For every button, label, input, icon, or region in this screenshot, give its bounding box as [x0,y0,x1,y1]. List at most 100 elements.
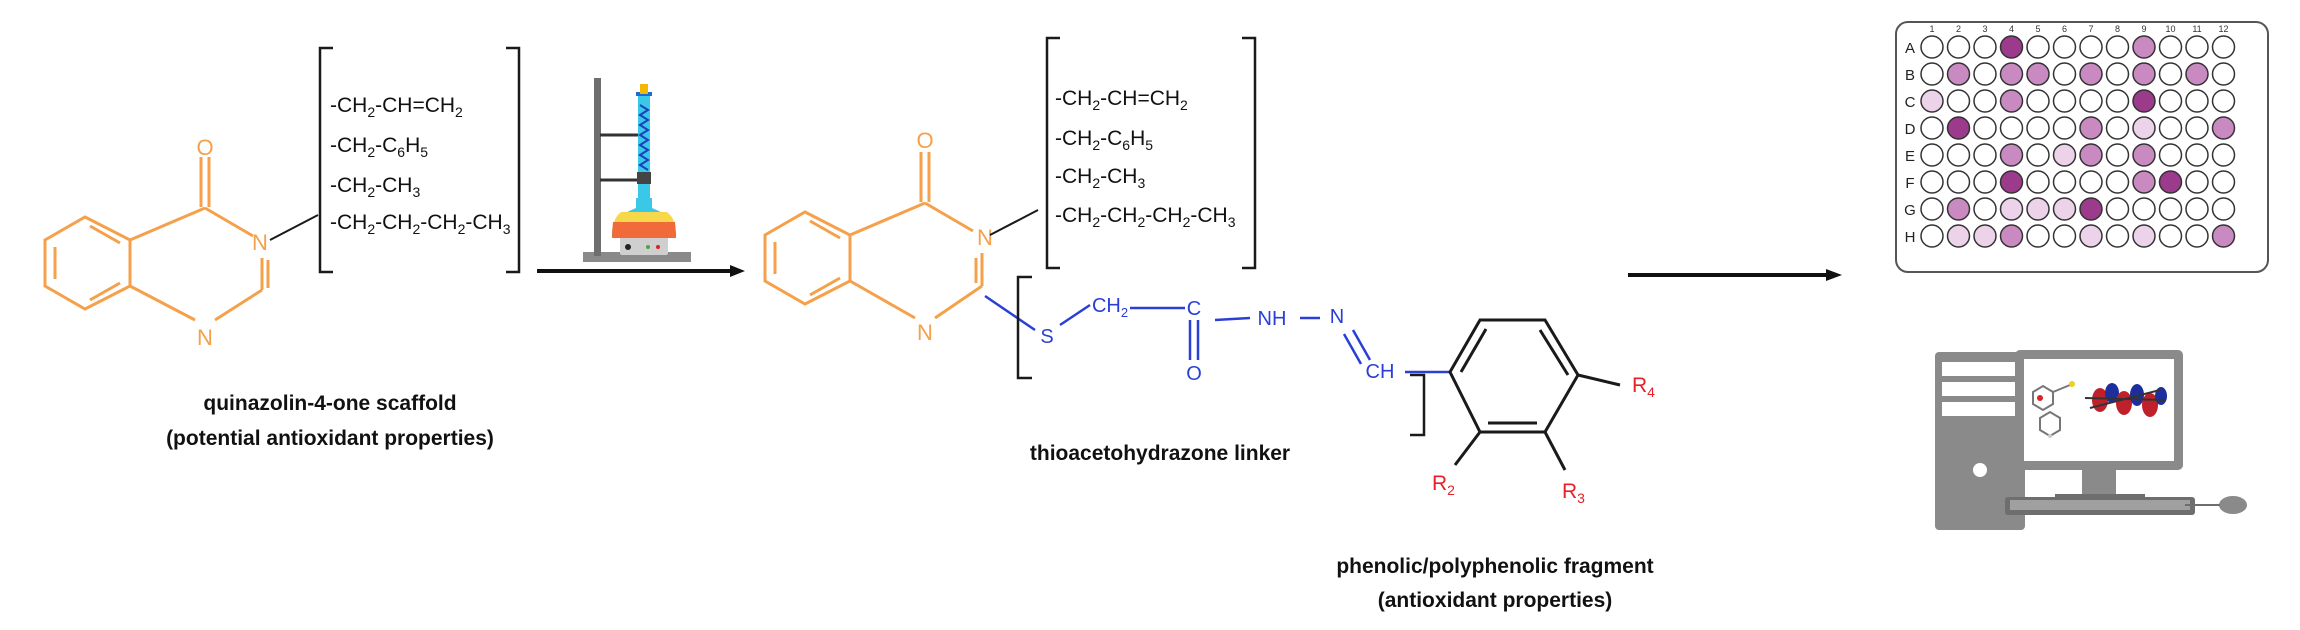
plate-well [2052,143,2077,167]
plate-well [1920,62,1944,86]
reaction-arrow-2 [1628,269,1842,281]
plate-well [2105,89,2130,113]
plate-row-label: B [1905,67,1915,84]
alkyl-butyl-middle: -CH2-CH2-CH2-CH3 [1055,204,1236,230]
phenol-caption-line1: phenolic/polyphenolic fragment [1336,555,1653,578]
plate-well [1946,224,1971,248]
phenol-caption-line2: (antioxidant properties) [1378,589,1613,612]
plate-well [2158,116,2183,140]
linker-bracket [1016,275,1426,437]
plate-column-label: 2 [1956,24,1961,34]
plate-well [2132,224,2156,248]
plate-well [2211,197,2236,221]
plate-well [2158,197,2183,221]
plate-well [1999,35,2024,59]
plate-well [2158,62,2183,86]
r2-label: R2 [1432,472,1455,498]
plate-well [2026,116,2050,140]
linker-carbon: C [1187,298,1201,320]
alkyl-benzyl-middle: -CH2-C6H5 [1055,127,1153,153]
plate-well [2052,197,2077,221]
plate-column-label: 12 [2218,24,2228,34]
plate-well [1946,170,1971,194]
plate-well [2079,89,2103,113]
plate-well [1920,224,1944,248]
plate-column-label: 10 [2165,24,2175,34]
plate-column-label: 8 [2115,24,2120,34]
scaffold-caption-line1: quinazolin-4-one scaffold [203,392,456,415]
docked-molecule-graphic [2032,381,2167,438]
plate-column-label: 4 [2009,24,2014,34]
alkyl-allyl-middle: -CH2-CH=CH2 [1055,87,1188,113]
plate-well [2026,143,2050,167]
plate-well [1973,224,1997,248]
reaction-arrow-1 [537,265,745,277]
plate-well [2132,35,2156,59]
plate-well [2105,35,2130,59]
plate-column-label: 5 [2035,24,2040,34]
carbonyl-oxygen-label-middle: O [916,128,933,153]
plate-well [1920,35,1944,59]
plate-well [2026,62,2050,86]
plate-well [1973,62,1997,86]
plate-column-label: 9 [2141,24,2146,34]
plate-column-label: 3 [1982,24,1987,34]
quinazolinone-scaffold-left [43,157,270,322]
plate-row-label: F [1905,175,1914,192]
plate-well [1999,62,2024,86]
plate-well [2185,143,2209,167]
plate-well [1920,197,1944,221]
plate-well [2052,35,2077,59]
plate-well [2211,170,2236,194]
alkyl-ethyl-middle: -CH2-CH3 [1055,165,1145,191]
linker-labels: S CH2 C O NH N CH [1040,295,1394,385]
plate-well [2132,197,2156,221]
linker-n: N [1330,306,1344,328]
plate-well [2105,170,2130,194]
computer-docking-icon [1935,350,2247,530]
plate-well [1946,116,1971,140]
plate-well [1973,143,1997,167]
plate-well [1999,89,2024,113]
carbonyl-oxygen-label: O [196,135,213,160]
r3-label: R3 [1562,480,1585,506]
plate-well [2185,170,2209,194]
plate-well [2105,224,2130,248]
plate-well [1999,197,2024,221]
plate-well [1999,170,2024,194]
plate-well [2185,35,2209,59]
plate-well [1920,170,1944,194]
n1-label: N [197,325,213,350]
plate-well [2158,224,2183,248]
plate-well [2185,224,2209,248]
plate-row-label: G [1904,202,1916,219]
phenol-substituents: R4 R2 R3 [1432,374,1655,506]
plate-well [2132,170,2156,194]
plate-well [2185,116,2209,140]
plate-column-label: 11 [2192,24,2201,34]
linker-ch2: CH2 [1092,295,1128,320]
plate-well [1973,35,1997,59]
plate-well [2185,62,2209,86]
plate-well [2132,62,2156,86]
plate-row-label: D [1905,121,1916,138]
plate-well [2079,143,2103,167]
plate-well [1920,143,1944,167]
alkyl-butyl-left: -CH2-CH2-CH2-CH3 [330,211,511,237]
plate-well [1946,35,1971,59]
plate-well [2079,62,2103,86]
r4-label: R4 [1632,374,1655,400]
linker-sulfur: S [1040,326,1053,348]
n3-label: N [252,230,268,255]
n-alkyl-bond-left [269,214,319,241]
alkyl-allyl-left: -CH2-CH=CH2 [330,94,463,120]
plate-well [2026,35,2050,59]
plate-row-label: A [1905,40,1915,57]
linker-ch: CH [1366,361,1395,383]
plate-row-label: H [1905,229,1916,246]
linker-nh: NH [1258,308,1287,330]
plate-well [2185,89,2209,113]
plate-well [2211,89,2236,113]
plate-well [2211,35,2236,59]
